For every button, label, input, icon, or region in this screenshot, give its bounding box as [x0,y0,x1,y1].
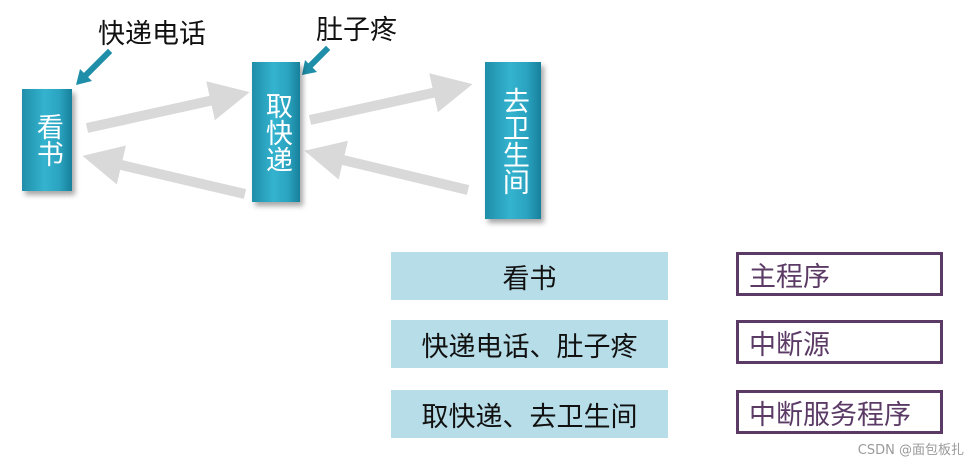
legend-term-row-2: 中断源 [736,320,943,364]
watermark: CSDN @面包板扎 [857,443,964,458]
node-get-delivery: 取快递 [252,62,300,202]
arrow-read-to-delivery [85,81,250,133]
legend-event-row-2: 快递电话、肚子疼 [391,320,668,368]
pointer-icon-stomach-ache [302,45,331,75]
node-read-book: 看书 [22,89,72,191]
annotation-stomach-ache: 肚子疼 [316,15,397,46]
annotation-delivery-call: 快递电话 [98,19,206,50]
legend-term-row-3: 中断服务程序 [736,390,943,434]
node-restroom: 去卫生间 [485,62,541,219]
legend-event-row-3: 取快递、去卫生间 [391,390,668,438]
arrow-restroom-to-delivery [304,140,470,195]
pointer-icon-delivery-call [76,48,113,85]
legend-event-row-1: 看书 [391,252,668,300]
arrow-delivery-to-restroom [308,73,473,125]
arrow-delivery-to-read [82,145,247,199]
legend-term-row-1: 主程序 [736,252,943,296]
